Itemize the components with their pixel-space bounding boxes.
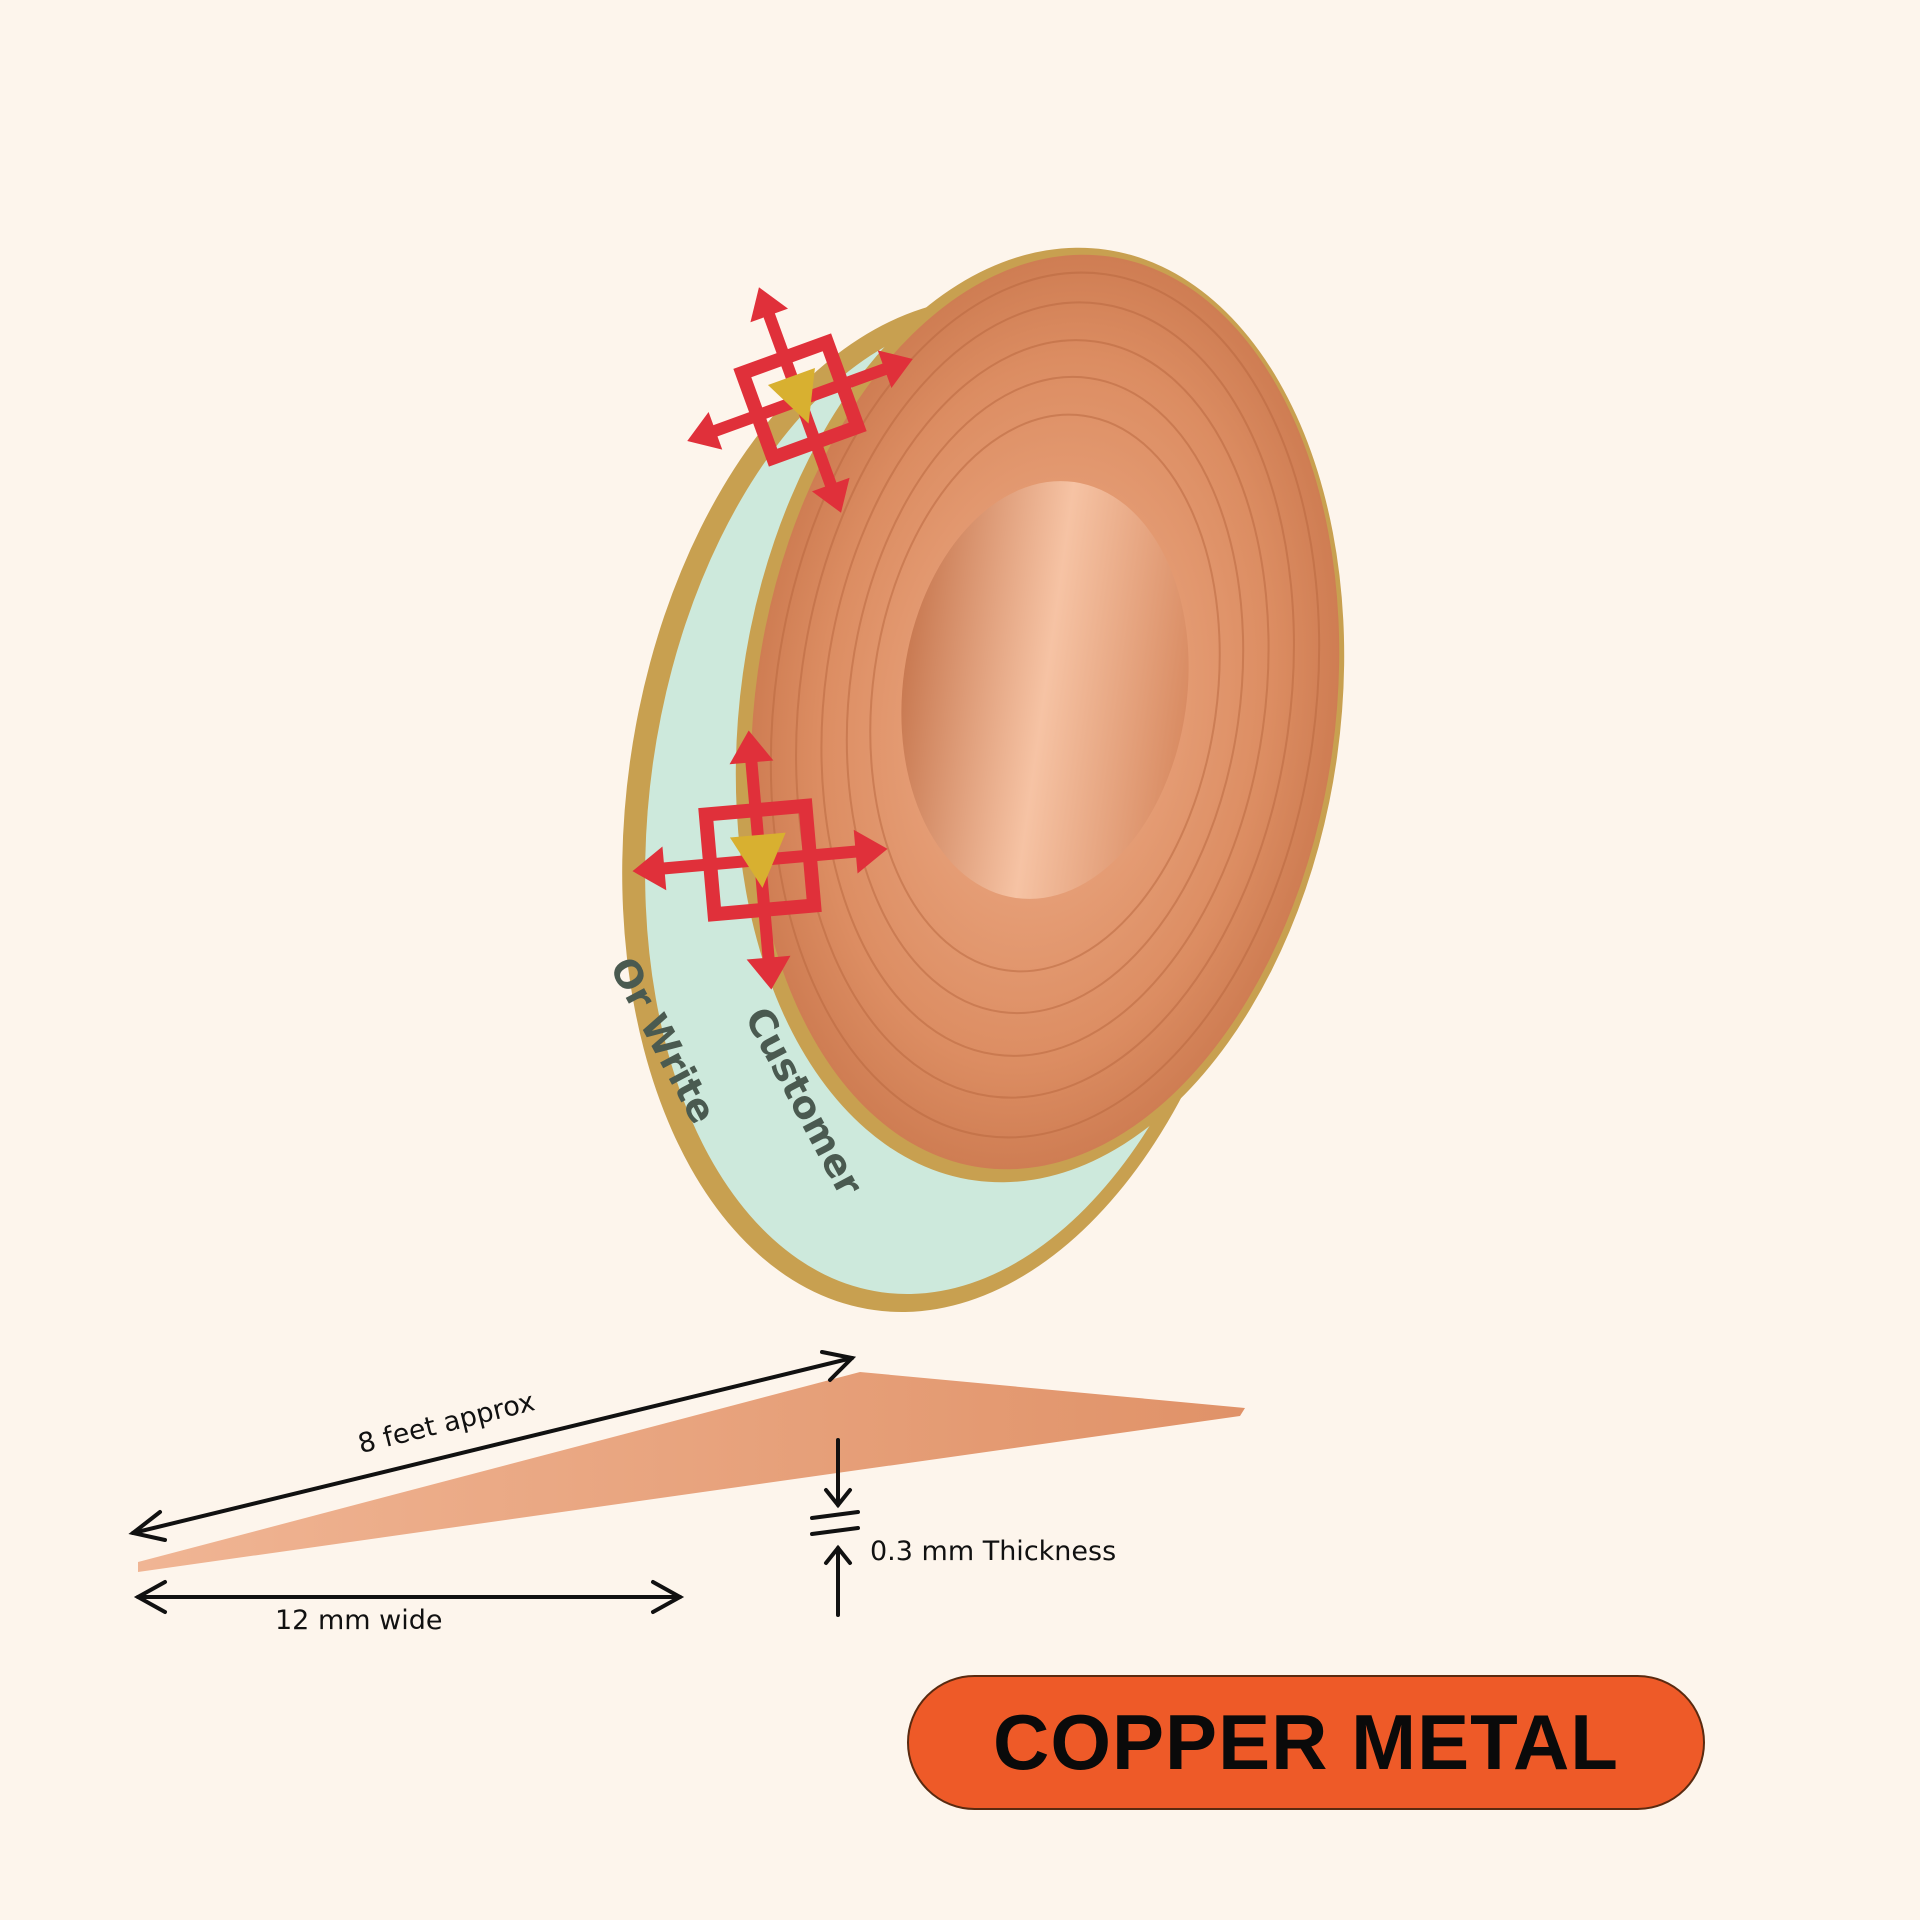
- length-arrow: [131, 1356, 854, 1535]
- brand-logo: [632, 287, 913, 990]
- badge-text: COPPER METAL: [993, 1698, 1619, 1786]
- copper-metal-badge: COPPER METAL: [907, 1675, 1705, 1810]
- thickness-arrows: [810, 1438, 860, 1617]
- thickness-label: 0.3 mm Thickness: [870, 1536, 1117, 1567]
- width-label: 12 mm wide: [275, 1605, 443, 1636]
- copper-strip: [138, 1372, 1245, 1572]
- roll-core-hole: [901, 481, 1189, 899]
